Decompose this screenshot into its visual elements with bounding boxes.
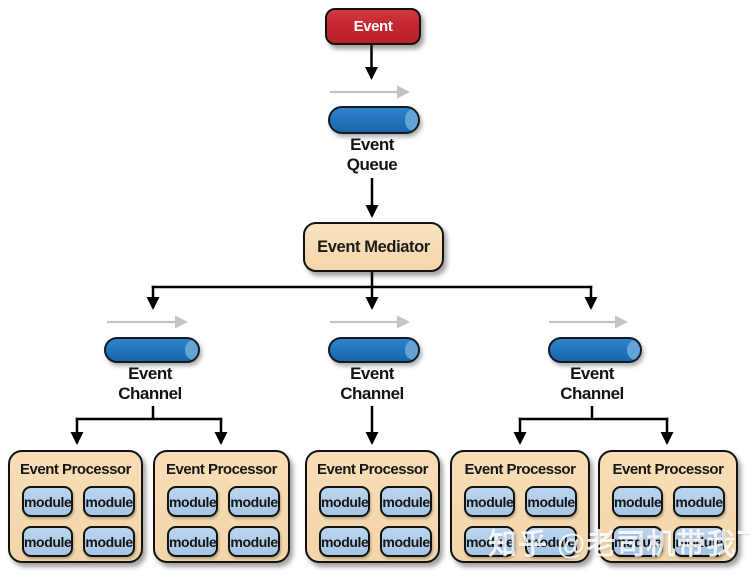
event-channel-label-3: Event Channel xyxy=(542,364,642,404)
module-chip: module xyxy=(612,486,664,517)
event-channel-2-line1: Event xyxy=(350,364,394,383)
module-chip: module xyxy=(83,486,135,517)
event-processor-title: Event Processor xyxy=(317,461,428,478)
module-chip: module xyxy=(464,526,516,557)
module-chip: module xyxy=(319,486,371,517)
module-chip: module xyxy=(228,486,280,517)
module-chip: module xyxy=(22,486,74,517)
module-chip: module xyxy=(319,526,371,557)
event-channel-pill-2 xyxy=(328,337,420,363)
event-channel-2-line2: Channel xyxy=(340,384,404,403)
event-node: Event xyxy=(325,8,421,45)
event-processor-title: Event Processor xyxy=(612,461,724,478)
module-chip: module xyxy=(673,486,725,517)
module-grid: module module module module xyxy=(155,478,288,557)
event-channel-label-2: Event Channel xyxy=(322,364,422,404)
module-chip: module xyxy=(525,486,577,517)
module-chip: module xyxy=(380,526,432,557)
event-channel-1-line2: Channel xyxy=(118,384,182,403)
event-processor-box-2: Event Processor module module module mod… xyxy=(153,450,290,563)
module-chip: module xyxy=(380,486,432,517)
event-processor-box-1: Event Processor module module module mod… xyxy=(8,450,143,563)
event-channel-label-1: Event Channel xyxy=(100,364,200,404)
module-chip: module xyxy=(22,526,74,557)
module-chip: module xyxy=(673,526,725,557)
event-queue-label: Event Queue xyxy=(322,135,422,175)
module-grid: module module module module xyxy=(10,478,141,557)
zhihu-watermark: 知乎 @老司机带我飞 xyxy=(488,529,750,561)
event-mediator-node: Event Mediator xyxy=(303,222,444,272)
module-chip: module xyxy=(525,526,577,557)
event-channel-pill-3 xyxy=(548,337,642,363)
module-chip: module xyxy=(228,526,280,557)
module-chip: module xyxy=(464,486,516,517)
event-queue-label-line1: Event xyxy=(350,135,394,154)
module-grid: module module module module xyxy=(600,478,736,557)
event-channel-3-line2: Channel xyxy=(560,384,624,403)
module-chip: module xyxy=(167,486,219,517)
module-grid: module module module module xyxy=(307,478,438,557)
event-processor-title: Event Processor xyxy=(464,461,576,478)
event-queue-label-line2: Queue xyxy=(346,155,398,174)
event-processor-box-3: Event Processor module module module mod… xyxy=(305,450,440,563)
event-channel-3-line1: Event xyxy=(570,364,614,383)
module-chip: module xyxy=(612,526,664,557)
module-chip: module xyxy=(83,526,135,557)
module-grid: module module module module xyxy=(452,478,588,557)
event-processor-box-4: Event Processor module module module mod… xyxy=(450,450,590,563)
event-queue-pill xyxy=(328,106,420,134)
event-channel-1-line1: Event xyxy=(128,364,172,383)
event-processor-title: Event Processor xyxy=(166,461,277,478)
module-chip: module xyxy=(167,526,219,557)
event-channel-pill-1 xyxy=(104,337,200,363)
event-processor-title: Event Processor xyxy=(20,461,131,478)
event-processor-box-5: Event Processor module module module mod… xyxy=(598,450,738,563)
